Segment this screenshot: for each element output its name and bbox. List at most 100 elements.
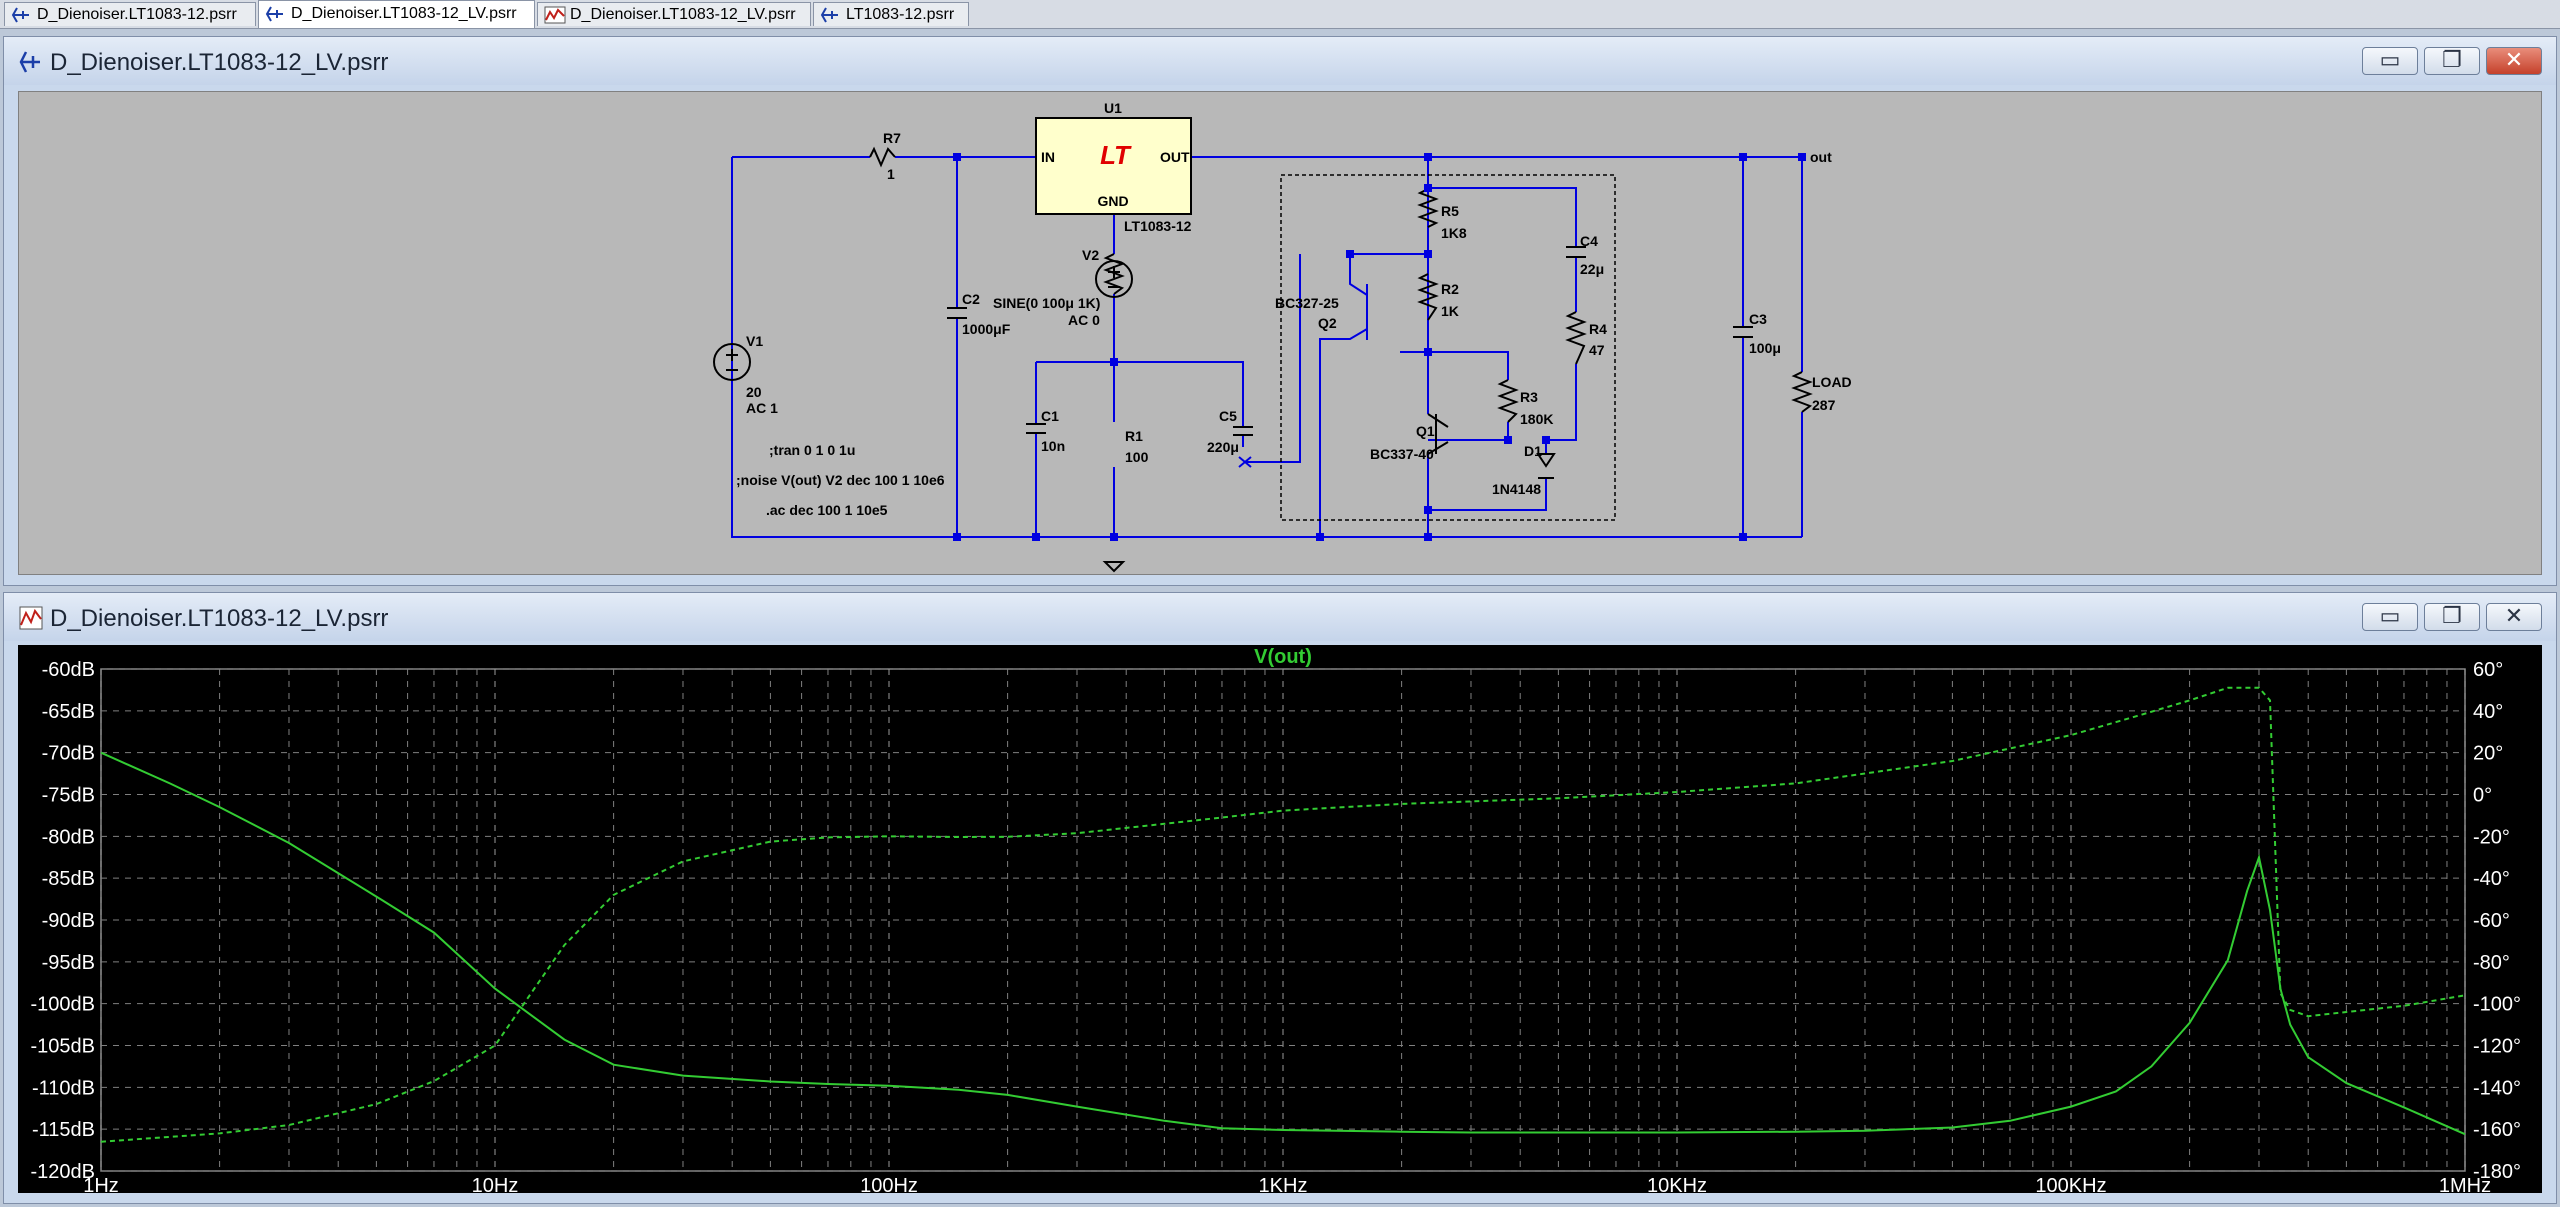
schematic-drawing[interactable]: LT U1 IN OUT GND LT1083-12 R7 1 C2 1000μ… bbox=[19, 92, 2543, 576]
restore-button[interactable]: ❐ bbox=[2424, 603, 2480, 631]
tab-schematic-psrr[interactable]: D_Dienoiser.LT1083-12.psrr bbox=[4, 2, 256, 26]
resistor-symbol bbox=[1497, 379, 1519, 423]
r3-value-label: 180K bbox=[1520, 411, 1553, 427]
y-tick-label-right: -180° bbox=[2473, 1161, 2521, 1183]
document-tab-bar: D_Dienoiser.LT1083-12.psrr D_Dienoiser.L… bbox=[0, 0, 2560, 29]
spice-directive[interactable]: .ac dec 100 1 10e5 bbox=[766, 502, 888, 518]
c2-ref-label: C2 bbox=[962, 291, 980, 307]
resistor-symbol bbox=[1417, 273, 1439, 321]
v1-ac-label: AC 1 bbox=[746, 400, 778, 416]
r3-ref-label: R3 bbox=[1520, 389, 1538, 405]
tab-lt1083-psrr[interactable]: LT1083-12.psrr bbox=[813, 2, 969, 26]
close-button[interactable]: ✕ bbox=[2486, 47, 2542, 75]
r2-ref-label: R2 bbox=[1441, 281, 1459, 297]
c4-ref-label: C4 bbox=[1580, 233, 1598, 249]
waveform-window: D_Dienoiser.LT1083-12_LV.psrr ▭ ❐ ✕ -60d… bbox=[3, 592, 2557, 1204]
schematic-canvas[interactable]: LT U1 IN OUT GND LT1083-12 R7 1 C2 1000μ… bbox=[18, 91, 2542, 575]
npn-transistor-symbol bbox=[1427, 413, 1449, 455]
schematic-window: D_Dienoiser.LT1083-12_LV.psrr ▭ ❐ ✕ bbox=[3, 36, 2557, 586]
q1-ref-label: Q1 bbox=[1416, 423, 1435, 439]
component-symbols bbox=[713, 146, 1813, 573]
capacitor-symbol bbox=[1733, 326, 1753, 338]
v2-ac-label: AC 0 bbox=[1068, 312, 1100, 328]
r2-value-label: 1K bbox=[1441, 303, 1459, 319]
c1-ref-label: C1 bbox=[1041, 408, 1059, 424]
y-tick-label-right: -160° bbox=[2473, 1119, 2521, 1141]
schematic-icon bbox=[11, 7, 29, 23]
d1-ref-label: D1 bbox=[1524, 443, 1542, 459]
r7-ref-label: R7 bbox=[883, 130, 901, 146]
y-tick-label-right: 60° bbox=[2473, 659, 2503, 681]
y-tick-label-right: -120° bbox=[2473, 1036, 2521, 1058]
tab-label: D_Dienoiser.LT1083-12_LV.psrr bbox=[291, 5, 517, 22]
resistor-symbol bbox=[1417, 188, 1439, 228]
r7-value-label: 1 bbox=[887, 166, 895, 182]
y-tick-label-left: -80dB bbox=[42, 826, 95, 848]
minimize-button[interactable]: ▭ bbox=[2362, 47, 2418, 75]
c5-ref-label: C5 bbox=[1219, 408, 1237, 424]
tab-label: D_Dienoiser.LT1083-12_LV.psrr bbox=[570, 6, 796, 23]
voltage-source-symbol bbox=[713, 343, 751, 381]
waveform-window-titlebar[interactable]: D_Dienoiser.LT1083-12_LV.psrr ▭ ❐ ✕ bbox=[4, 593, 2556, 641]
c3-ref-label: C3 bbox=[1749, 311, 1767, 327]
q2-ref-label: Q2 bbox=[1318, 315, 1337, 331]
r4-value-label: 47 bbox=[1589, 342, 1605, 358]
regulator-u1-body[interactable] bbox=[1035, 117, 1192, 215]
y-tick-label-left: -75dB bbox=[42, 785, 95, 807]
y-tick-label-left: -65dB bbox=[42, 701, 95, 723]
tab-label: D_Dienoiser.LT1083-12.psrr bbox=[37, 6, 237, 23]
polarity-marks bbox=[1108, 266, 1120, 288]
capacitor-symbol bbox=[947, 307, 967, 319]
x-tick-label: 1KHz bbox=[1259, 1175, 1308, 1193]
v1-value-label: 20 bbox=[746, 384, 762, 400]
y-tick-label-right: -40° bbox=[2473, 868, 2510, 890]
c3-value-label: 100μ bbox=[1749, 340, 1781, 356]
restore-button[interactable]: ❐ bbox=[2424, 47, 2480, 75]
waveform-plot-pane[interactable]: -60dB-65dB-70dB-75dB-80dB-85dB-90dB-95dB… bbox=[18, 645, 2542, 1197]
load-value-label: 287 bbox=[1812, 397, 1836, 413]
capacitor-symbol bbox=[1233, 426, 1253, 436]
lt-logo-text: LT bbox=[1100, 140, 1132, 170]
close-button[interactable]: ✕ bbox=[2486, 603, 2542, 631]
schematic-window-titlebar[interactable]: D_Dienoiser.LT1083-12_LV.psrr ▭ ❐ ✕ bbox=[4, 37, 2556, 85]
x-tick-label: 100KHz bbox=[2035, 1175, 2106, 1193]
voltage-source-symbol bbox=[1095, 260, 1133, 298]
load-ref-label: LOAD bbox=[1812, 374, 1852, 390]
spice-directive[interactable]: ;tran 0 1 0 1u bbox=[769, 442, 855, 458]
c4-value-label: 22μ bbox=[1580, 261, 1604, 277]
y-tick-label-right: -60° bbox=[2473, 910, 2510, 932]
y-tick-label-left: -90dB bbox=[42, 910, 95, 932]
u1-in-pin-label: IN bbox=[1041, 149, 1055, 165]
resistor-symbol bbox=[1565, 311, 1587, 365]
y-tick-label-right: -100° bbox=[2473, 994, 2521, 1016]
c2-value-label: 1000μF bbox=[962, 321, 1011, 337]
x-tick-label: 1Hz bbox=[83, 1175, 119, 1193]
spice-directive[interactable]: ;noise V(out) V2 dec 100 1 10e6 bbox=[736, 472, 945, 488]
bode-plot[interactable]: -60dB-65dB-70dB-75dB-80dB-85dB-90dB-95dB… bbox=[18, 645, 2542, 1197]
tab-schematic-psrr-lv[interactable]: D_Dienoiser.LT1083-12_LV.psrr bbox=[258, 0, 535, 28]
y-tick-label-right: 40° bbox=[2473, 701, 2503, 723]
y-tick-label-left: -115dB bbox=[32, 1119, 95, 1141]
magnitude-trace bbox=[100, 751, 2466, 1136]
junction-dots bbox=[953, 153, 1806, 541]
y-tick-label-left: -110dB bbox=[32, 1077, 95, 1099]
r5-ref-label: R5 bbox=[1441, 203, 1459, 219]
y-tick-label-left: -105dB bbox=[31, 1036, 96, 1058]
y-tick-label-left: -60dB bbox=[42, 659, 95, 681]
polarity-marks bbox=[726, 349, 738, 371]
v2-value-label: SINE(0 100μ 1K) bbox=[993, 295, 1100, 311]
capacitor-symbol bbox=[1026, 423, 1046, 434]
minimize-button[interactable]: ▭ bbox=[2362, 603, 2418, 631]
y-tick-label-right: 20° bbox=[2473, 743, 2503, 765]
u1-part-label: LT1083-12 bbox=[1124, 218, 1192, 234]
schematic-icon bbox=[820, 7, 838, 23]
subcircuit-box bbox=[1280, 174, 1616, 521]
y-tick-label-right: -80° bbox=[2473, 952, 2510, 974]
u1-ref-label: U1 bbox=[1104, 100, 1122, 116]
y-tick-label-left: -95dB bbox=[42, 952, 95, 974]
q1-part-label: BC337-40 bbox=[1370, 446, 1434, 462]
c1-value-label: 10n bbox=[1041, 438, 1065, 454]
phase-trace bbox=[100, 686, 2466, 1143]
tab-waveform-psrr-lv[interactable]: D_Dienoiser.LT1083-12_LV.psrr bbox=[537, 2, 811, 26]
y-tick-label-left: -100dB bbox=[31, 994, 96, 1016]
